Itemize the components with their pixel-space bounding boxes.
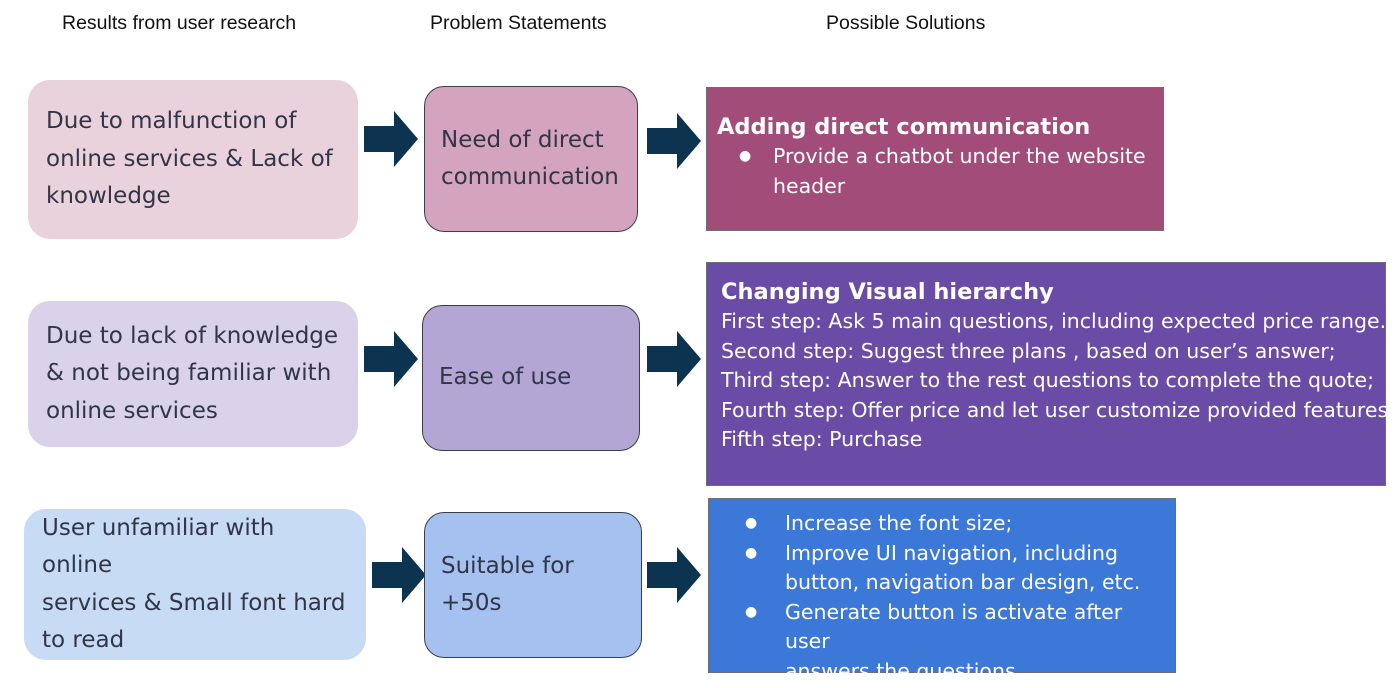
problem-line: Ease of use: [439, 364, 572, 391]
solutions-column-header: Possible Solutions: [826, 12, 986, 34]
finding-line: online services: [46, 397, 218, 424]
finding-line: Due to lack of knowledge: [46, 322, 339, 349]
problem-box-2: Ease of use: [422, 305, 640, 451]
bullet-line: button, navigation bar design, etc.: [785, 570, 1141, 594]
solution-box-3: Increase the font size; Improve UI navig…: [708, 498, 1176, 683]
findings-column-header: Results from user research: [62, 12, 297, 34]
solution-bullet: Generate button is activate after user a…: [723, 598, 1161, 687]
problems-column-header: Problem Statements: [430, 12, 607, 34]
arrow-icon: [372, 547, 426, 603]
problem-line: +50s: [441, 590, 502, 616]
problem-box-3: Suitable for +50s: [424, 512, 642, 658]
finding-box-2: Due to lack of knowledge & not being fam…: [28, 301, 358, 447]
finding-line: services & Small font hard: [42, 589, 346, 616]
solution-bullet: Increase the font size;: [723, 509, 1161, 539]
finding-line: & not being familiar with: [46, 360, 332, 387]
arrow-icon: [647, 331, 701, 387]
bullet-line: Improve UI navigation, including: [785, 540, 1118, 565]
solution-box-1: Adding direct communication Provide a ch…: [706, 87, 1164, 231]
finding-line: Due to malfunction of: [46, 108, 297, 135]
bullet-line: answers the questions.: [785, 658, 1023, 683]
solution-step-line: Third step: Answer to the rest questions…: [721, 368, 1375, 392]
solution-step-line: Fifth step: Purchase: [721, 427, 923, 451]
bullet-line: Increase the font size;: [785, 511, 1013, 535]
solution-title: Changing Visual hierarchy: [721, 279, 1054, 305]
arrow-icon: [364, 331, 418, 387]
solution-step-line: Second step: Suggest three plans , based…: [721, 338, 1336, 363]
problem-line: Suitable for: [441, 552, 574, 579]
solution-bullet: Provide a chatbot under the website head…: [717, 142, 1153, 201]
finding-box-3: User unfamiliar with online services & S…: [24, 509, 366, 660]
finding-line: knowledge: [46, 183, 171, 210]
bullet-line: Provide a chatbot under the website: [773, 144, 1146, 168]
bullet-line: Generate button is activate after user: [785, 599, 1123, 654]
problem-box-1: Need of direct communication: [424, 86, 638, 232]
solution-step-line: Fourth step: Offer price and let user cu…: [721, 397, 1396, 422]
finding-line: to read: [42, 627, 125, 653]
solution-box-2: Changing Visual hierarchy First step: As…: [706, 262, 1396, 486]
arrow-icon: [364, 111, 418, 167]
finding-line: online services & Lack of: [46, 145, 333, 172]
bullet-line: header: [773, 173, 846, 198]
arrow-icon: [647, 547, 701, 603]
solution-bullet: Improve UI navigation, including button,…: [723, 539, 1161, 598]
arrow-icon: [647, 113, 701, 169]
finding-line: User unfamiliar with online: [42, 514, 275, 579]
problem-line: communication: [441, 164, 619, 190]
solution-title: Adding direct communication: [717, 114, 1091, 140]
finding-box-1: Due to malfunction of online services & …: [28, 80, 358, 239]
problem-line: Need of direct: [441, 126, 604, 153]
solution-step-line: First step: Ask 5 main questions, includ…: [721, 309, 1387, 333]
